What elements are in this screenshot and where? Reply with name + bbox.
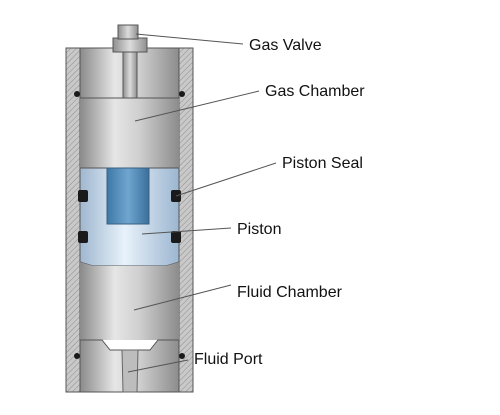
end-cap-oring-bottom-left <box>74 353 80 359</box>
leader-piston-seal <box>175 162 277 197</box>
leader-piston <box>141 227 232 235</box>
label-fluid-chamber: Fluid Chamber <box>237 284 343 301</box>
leader-fluid-port <box>127 359 189 373</box>
leader-gas-chamber <box>134 90 260 122</box>
fluid-chamber-body <box>80 262 179 340</box>
piston-seal-left-upper <box>78 190 88 202</box>
cylinder-left-wall <box>65 47 81 393</box>
label-piston-seal: Piston Seal <box>282 155 363 172</box>
piston-seal-left-lower <box>78 231 88 243</box>
label-gas-valve: Gas Valve <box>249 37 322 54</box>
end-cap-oring-top-right <box>179 91 185 97</box>
gas-valve-cap <box>117 24 139 40</box>
leader-fluid-chamber <box>133 284 232 311</box>
end-cap-oring-top-left <box>74 91 80 97</box>
end-cap-oring-bottom-right <box>179 353 185 359</box>
label-fluid-port: Fluid Port <box>194 351 263 368</box>
piston-seal-right-lower <box>171 231 181 243</box>
gas-valve-body <box>112 37 148 53</box>
fluid-port-passage <box>121 349 139 393</box>
piston-center-plug <box>106 167 150 225</box>
cylinder-right-wall <box>178 47 194 393</box>
label-gas-chamber: Gas Chamber <box>265 83 365 100</box>
label-piston: Piston <box>237 221 281 238</box>
gas-chamber-body <box>80 98 179 168</box>
leader-gas-valve <box>135 33 244 45</box>
